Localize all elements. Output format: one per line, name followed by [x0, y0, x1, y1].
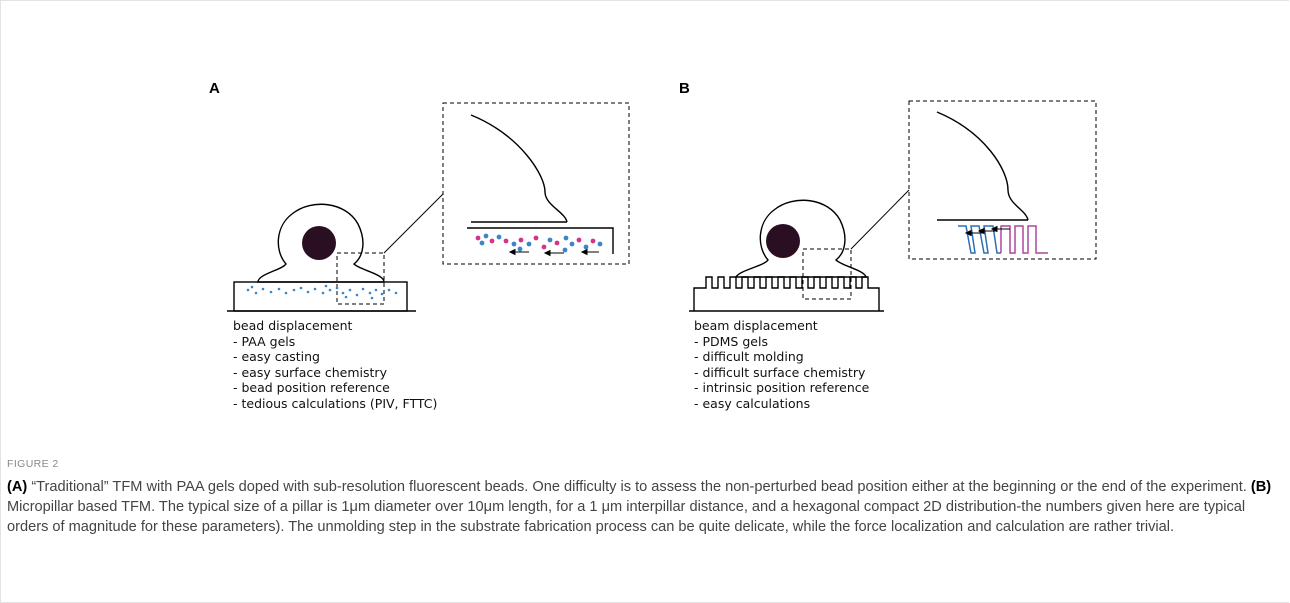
panel-a-zoom-region	[336, 252, 385, 305]
figure-label: FIGURE 2	[7, 458, 59, 470]
undeflected-pillars	[1000, 225, 1048, 254]
panel-a-letter: A	[209, 80, 220, 97]
panel-b-zoom-connector	[850, 189, 910, 250]
panel-b-note-item: - difficult molding	[694, 349, 804, 365]
panel-a-notes: bead displacement - PAA gels - easy cast…	[233, 318, 437, 412]
panel-b-nucleus	[766, 224, 800, 258]
panel-a-zoom-connector	[383, 193, 444, 254]
panel-a-gel-beads	[246, 284, 398, 300]
panel-a-inset-gel	[467, 227, 614, 254]
panel-b-note-item: - difficult surface chemistry	[694, 364, 866, 380]
panel-a-note-item: - bead position reference	[233, 380, 390, 396]
panel-a-note-title: bead displacement	[233, 318, 353, 333]
paa-gel-substrate	[233, 281, 408, 312]
panel-b-zoom-inset	[908, 100, 1097, 260]
panel-b-note-item: - PDMS gels	[694, 333, 768, 349]
panel-b-zoom-region	[802, 248, 852, 300]
panel-b-note-item: - intrinsic position reference	[694, 380, 870, 396]
caption-a-label: (A)	[7, 479, 28, 495]
panel-b-note-item: - easy calculations	[694, 395, 811, 411]
panel-a-schematic	[227, 193, 444, 312]
panel-a-inset-cell-edge	[470, 114, 568, 223]
caption-b-label: (B)	[1250, 479, 1272, 495]
figure-diagram	[227, 100, 1097, 312]
figure-caption: (A) “Traditional” TFM with PAA gels dope…	[7, 477, 1277, 537]
panel-a-note-item: - easy casting	[233, 349, 320, 365]
panel-a-note-item: - PAA gels	[233, 333, 296, 349]
panel-b-cell-outline	[734, 199, 867, 278]
panel-b-schematic	[689, 189, 910, 312]
panel-a-cell-outline	[257, 203, 385, 283]
panel-b-notes: beam displacement - PDMS gels - difficul…	[694, 318, 869, 412]
panel-b-inset-force-arrows	[964, 225, 1010, 237]
caption-b-text: Micropillar based TFM. The typical size …	[7, 499, 1246, 535]
panel-a-zoom-inset	[442, 102, 630, 265]
panel-b-inset-border	[908, 100, 1097, 260]
panel-a-inset-beads	[475, 233, 603, 253]
panel-b-letter: B	[679, 80, 690, 97]
panel-a-inset-force-arrows	[508, 248, 599, 257]
panel-a-nucleus	[302, 226, 336, 260]
panel-a-note-item: - easy surface chemistry	[233, 364, 387, 380]
micropillar-substrate	[693, 276, 880, 311]
caption-a-text: “Traditional” TFM with PAA gels doped wi…	[27, 479, 1251, 495]
panel-a-inset-border	[442, 102, 630, 265]
panel-a-note-item: - tedious calculations (PIV, FTTC)	[233, 395, 438, 411]
panel-b-inset-cell-edge	[936, 111, 1029, 221]
panel-b-note-title: beam displacement	[694, 318, 818, 333]
